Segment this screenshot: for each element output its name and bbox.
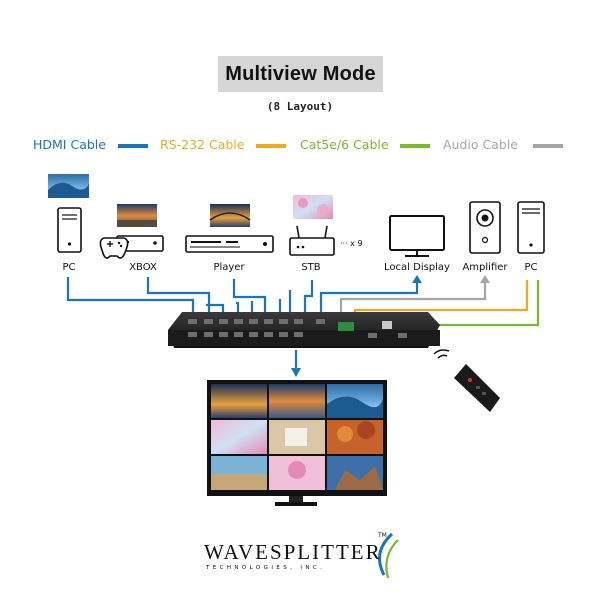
monitor-icon (389, 215, 445, 257)
video-wall-monitor (207, 380, 387, 506)
matrix-switcher-device (168, 312, 440, 348)
wavesplitter-logo-swoosh (378, 532, 399, 579)
pc-tower-icon (57, 207, 82, 253)
title-banner: Multiview Mode (218, 56, 383, 92)
game-console-icon (99, 235, 164, 259)
source-thumbnail-xbox (117, 204, 157, 227)
set-top-box-icon (289, 225, 335, 256)
source-thumbnail-pc (48, 174, 89, 198)
output-label-pc: PC (524, 262, 538, 273)
speaker-icon (469, 201, 501, 254)
page-title: Multiview Mode (225, 62, 376, 85)
source-label-xbox: XBOX (129, 262, 157, 273)
hdmi-input-cables (66, 277, 314, 316)
remote-control-icon (433, 349, 500, 412)
media-player-icon (185, 235, 274, 253)
stb-count-label: ··· x 9 (340, 239, 363, 248)
source-thumbnail-player (209, 204, 251, 227)
page-subtitle: (8 Layout) (266, 100, 334, 113)
source-label-pc: PC (62, 262, 76, 273)
legend-hdmi-label: HDMI Cable (33, 137, 106, 152)
output-label-amplifier: Amplifier (462, 262, 508, 273)
source-thumbnail-stb (293, 195, 333, 219)
legend-audio-swatch (533, 144, 563, 148)
legend-rs232-swatch (256, 144, 286, 148)
logo-wordmark: WAVESPLITTER (204, 540, 382, 564)
legend-hdmi-swatch (118, 144, 148, 148)
legend-cat5-swatch (400, 144, 430, 148)
output-label-local-display: Local Display (384, 262, 450, 273)
legend-rs232-label: RS-232 Cable (160, 137, 245, 152)
logo-trademark: TM (378, 532, 387, 539)
logo-tagline: TECHNOLOGIES, INC. (206, 565, 326, 571)
output-pc-tower-icon (517, 201, 545, 254)
source-label-player: Player (213, 262, 245, 273)
legend-audio-label: Audio Cable (443, 137, 518, 152)
source-label-stb: STB (301, 262, 321, 273)
legend-cat5-label: Cat5e/6 Cable (300, 137, 389, 152)
